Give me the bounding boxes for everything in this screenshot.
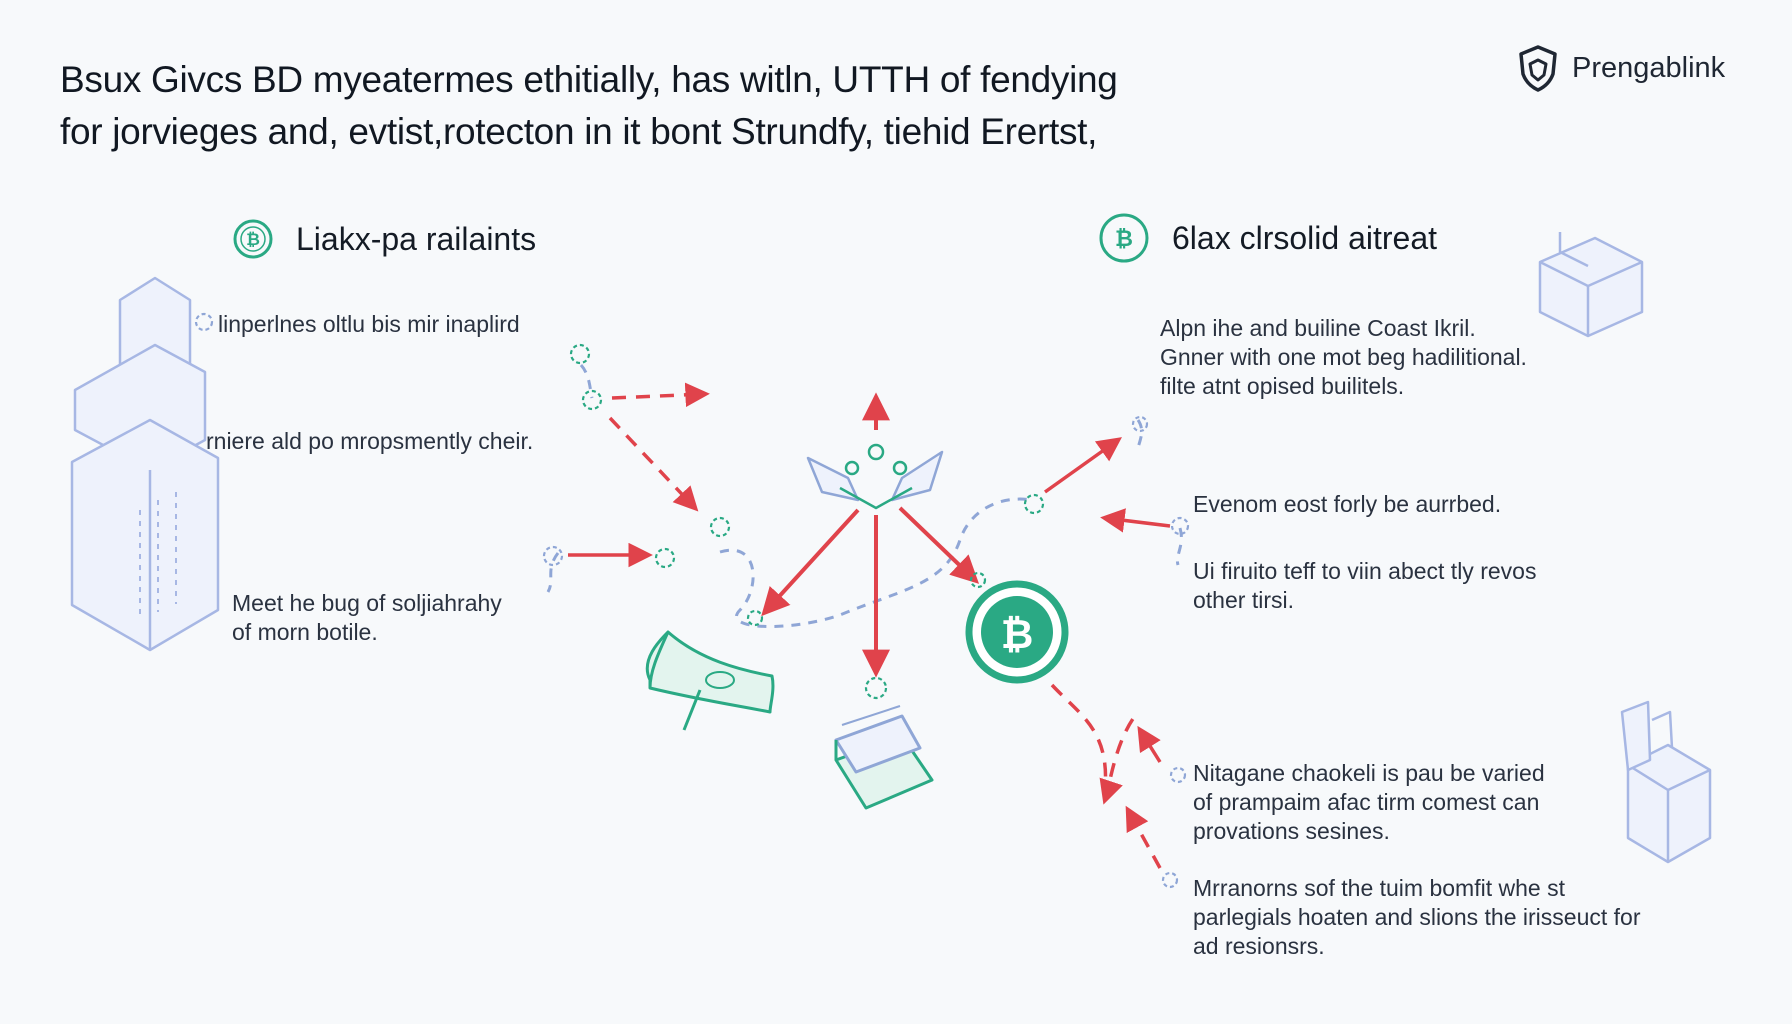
cash-icon <box>645 630 775 731</box>
bitcoin-icon: ₿ <box>965 580 1069 684</box>
brand[interactable]: Prengablink <box>1516 44 1725 92</box>
shield-logo-icon <box>1519 45 1557 92</box>
wallet-icon <box>834 705 934 810</box>
right-note-1: Alpn ihe and builine Coast Ikril. Gnner … <box>1160 315 1527 399</box>
right-section-title: 6lax clrsolid aitreat <box>1172 219 1437 256</box>
bitcoin-icon: ₿ <box>233 219 273 259</box>
title-line-2: for jorvieges and, evtist,rotecton in it… <box>60 111 1098 152</box>
right-note-2: Evenom eost forly be aurrbed. <box>1193 491 1502 517</box>
svg-text:₿: ₿ <box>1115 227 1133 252</box>
title-line-1: Bsux Givcs BD myeatermes ethitially, has… <box>60 59 1118 100</box>
left-note-3: Meet he bug of soljiahrahy of morn botil… <box>232 590 502 645</box>
left-note-2: rniere ald po mropsmently cheir. <box>206 428 534 454</box>
svg-text:₿: ₿ <box>246 230 260 250</box>
right-note-3: Ui firuito teff to viin abect tly revos … <box>1193 558 1537 613</box>
box-icon <box>1538 232 1644 338</box>
left-note-1: linperlnes oltlu bis mir inaplird <box>218 311 520 337</box>
svg-text:₿: ₿ <box>1001 612 1034 658</box>
right-note-4: Nitagane chaokeli is pau be varied of pr… <box>1193 760 1545 844</box>
page-title: Bsux Givcs BD myeatermes ethitially, has… <box>60 54 1460 158</box>
left-section-title: Liakx-pa railaints <box>296 220 537 257</box>
brand-name: Prengablink <box>1572 51 1726 84</box>
bitcoin-icon: ₿ <box>1099 213 1149 263</box>
right-note-5: Mrranorns sof the tuim bomfit whe st par… <box>1193 875 1641 959</box>
right-section-header: ₿ 6lax clrsolid aitreat <box>1098 212 1437 264</box>
hub-icon <box>806 443 944 510</box>
left-section-header: ₿ Liakx-pa railaints <box>232 218 536 260</box>
shopping-bag-icon <box>1620 700 1712 864</box>
building-icon <box>70 276 220 652</box>
